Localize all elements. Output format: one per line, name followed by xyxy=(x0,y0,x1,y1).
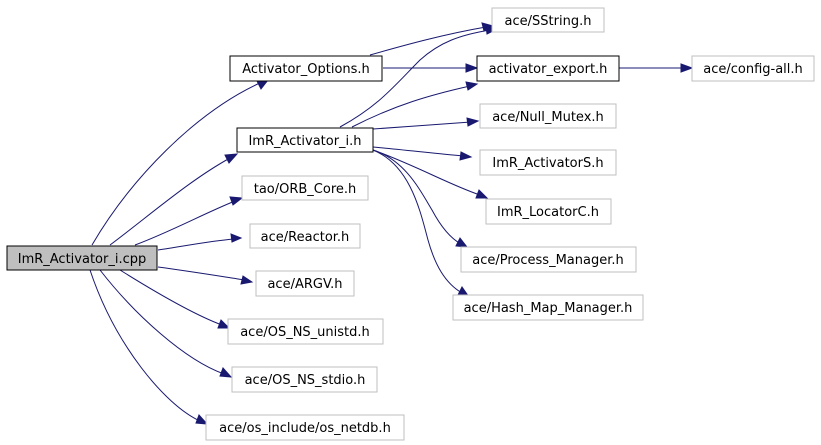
node-label: tao/ORB_Core.h xyxy=(254,182,357,197)
arrowhead-os-ns-unistd xyxy=(217,319,231,329)
arrowhead-os-netdb xyxy=(195,414,209,425)
edge-imr-h-to-null-mutex xyxy=(372,121,472,130)
arrowhead-orb-core xyxy=(229,196,244,206)
edge-root-to-orb-core xyxy=(134,200,236,246)
arrowhead-null-mutex xyxy=(466,117,480,127)
node-label: ace/Reactor.h xyxy=(261,230,350,245)
node-label: ImR_LocatorC.h xyxy=(497,205,599,220)
node-imr-activator-i-h[interactable]: ImR_Activator_i.h xyxy=(236,127,374,153)
edge-root-to-os-ns-stdio xyxy=(99,269,225,375)
nodes-layer: ImR_Activator_i.cpp Activator_Options.h … xyxy=(6,7,815,441)
edge-imr-h-to-sstring xyxy=(339,29,491,128)
arrowhead-imr-activator-i-h xyxy=(224,153,239,164)
arrowhead-imr-locatorc xyxy=(475,189,489,199)
node-config-all[interactable]: ace/config-all.h xyxy=(691,55,815,82)
arrowhead-reactor xyxy=(230,233,243,243)
node-label: activator_export.h xyxy=(489,62,608,77)
node-label: ImR_ActivatorS.h xyxy=(492,156,603,171)
node-label: ace/Null_Mutex.h xyxy=(492,110,604,125)
arrowhead-config-all xyxy=(680,63,694,73)
node-label: ace/Process_Manager.h xyxy=(472,253,623,268)
node-imr-activator-i-cpp[interactable]: ImR_Activator_i.cpp xyxy=(6,245,158,271)
node-label: ace/config-all.h xyxy=(703,62,803,77)
node-label: ace/ARGV.h xyxy=(267,277,342,292)
node-null-mutex[interactable]: ace/Null_Mutex.h xyxy=(479,103,617,129)
node-label: ace/Hash_Map_Manager.h xyxy=(464,301,633,316)
node-label: Activator_Options.h xyxy=(242,62,370,77)
node-reactor[interactable]: ace/Reactor.h xyxy=(249,223,361,249)
node-label: ace/SString.h xyxy=(505,14,592,29)
node-hash-map-manager[interactable]: ace/Hash_Map_Manager.h xyxy=(452,294,644,321)
edge-imr-h-to-hash-map-manager xyxy=(372,149,463,294)
arrowhead-activator-export-from-activator-options xyxy=(465,63,479,73)
node-label: ace/OS_NS_unistd.h xyxy=(240,325,370,340)
edge-root-to-activator-options xyxy=(91,81,263,246)
node-label: ace/os_include/os_netdb.h xyxy=(219,421,391,436)
node-os-ns-stdio[interactable]: ace/OS_NS_stdio.h xyxy=(231,366,378,393)
edge-imr-h-to-process-manager xyxy=(372,149,462,245)
edge-root-to-imr-activator-i-h xyxy=(109,157,231,246)
node-os-netdb[interactable]: ace/os_include/os_netdb.h xyxy=(205,414,405,441)
node-argv[interactable]: ace/ARGV.h xyxy=(255,270,355,297)
node-imr-activators[interactable]: ImR_ActivatorS.h xyxy=(479,149,617,176)
node-label: ImR_Activator_i.cpp xyxy=(18,252,147,267)
arrowhead-activator-export-from-imr-h xyxy=(465,81,479,91)
node-imr-locatorc[interactable]: ImR_LocatorC.h xyxy=(485,198,612,225)
arrowhead-os-ns-stdio xyxy=(219,367,233,378)
edge-root-to-os-netdb xyxy=(89,269,201,422)
node-label: ImR_Activator_i.h xyxy=(248,134,361,149)
arrowhead-argv xyxy=(240,275,254,285)
edge-activator-options-to-sstring xyxy=(369,26,487,56)
arrowhead-process-manager xyxy=(455,237,469,248)
node-sstring[interactable]: ace/SString.h xyxy=(491,7,605,33)
node-activator-export[interactable]: activator_export.h xyxy=(476,55,620,82)
node-process-manager[interactable]: ace/Process_Manager.h xyxy=(460,246,637,273)
edge-root-to-os-ns-unistd xyxy=(119,269,223,326)
arrowhead-imr-activators xyxy=(459,151,473,161)
node-orb-core[interactable]: tao/ORB_Core.h xyxy=(241,175,369,201)
edge-imr-h-to-imr-locatorc xyxy=(372,149,481,196)
node-label: ace/OS_NS_stdio.h xyxy=(245,373,366,388)
edge-imr-h-to-activator-export xyxy=(351,85,471,128)
edge-root-to-argv xyxy=(157,266,246,281)
node-activator-options-h[interactable]: Activator_Options.h xyxy=(229,55,383,82)
edge-root-to-reactor xyxy=(157,238,235,251)
edges-layer xyxy=(89,22,694,425)
edge-imr-h-to-imr-activators xyxy=(372,146,464,157)
node-os-ns-unistd[interactable]: ace/OS_NS_unistd.h xyxy=(227,318,384,345)
